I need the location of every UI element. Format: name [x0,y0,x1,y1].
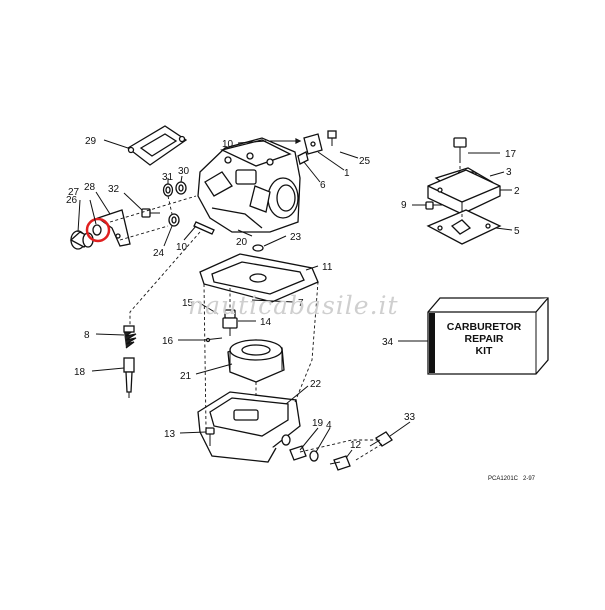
diaphragm-cover-2 [427,169,501,215]
assembly-lines [109,166,463,461]
bracket-1 [303,133,323,155]
repair-kit-box: CARBURETOR REPAIR KIT [427,297,549,375]
label-14: 14 [260,317,272,328]
pin-10-mid [193,221,215,235]
screw-33 [369,431,393,447]
gasket-11 [199,253,319,303]
label-7: 7 [298,298,304,309]
label-31: 31 [162,172,174,183]
label-33: 33 [404,412,416,423]
drawing-date: 2-97 [523,476,536,482]
label-5: 5 [514,226,520,237]
drawing-code: PCA1201C [488,476,519,482]
label-28: 28 [84,182,96,193]
o-ring-23 [252,244,264,252]
label-32: 32 [108,184,120,195]
label-4: 4 [326,420,332,431]
knob-26 [69,230,94,250]
label-22: 22 [310,379,322,390]
label-26: 26 [66,195,78,206]
carburetor-body [197,137,301,233]
label-30: 30 [178,166,190,177]
label-29: 29 [85,136,97,147]
label-8: 8 [84,330,90,341]
screw-32 [141,208,160,218]
clip-27 [92,224,102,236]
washer-31 [162,183,174,197]
label-27: 27 [68,187,80,198]
label-16: 16 [162,336,174,347]
label-17: 17 [505,149,517,160]
needle-18 [123,357,135,398]
label-2: 2 [514,186,520,197]
screw-25 [327,130,337,146]
label-15: 15 [182,298,194,309]
label-6: 6 [320,180,326,191]
label-21: 21 [180,371,192,382]
spring-30 [175,181,187,195]
label-24: 24 [153,248,165,259]
label-1: 1 [344,168,350,179]
part-labels: 29 10 25 1 6 17 3 2 9 5 31 30 32 26 27 2… [66,136,520,451]
pin-10-top [270,138,302,144]
screw-17 [453,137,467,163]
kit-line-1: CARBURETOR [447,321,522,333]
watermark: nauticabasile.it [188,291,399,320]
label-10-top: 10 [222,139,234,150]
highlight-circle [85,217,111,243]
screw-13 [205,427,215,446]
label-13: 13 [164,429,176,440]
pin-16 [203,337,223,343]
float-bowl-22 [197,391,301,463]
needle-seat-14 [222,309,238,336]
float-21 [227,339,285,383]
plug-19 [289,445,307,461]
washer-4 [309,450,319,462]
label-10-mid: 10 [176,242,188,253]
gasket-5 [426,209,502,245]
label-19: 19 [312,418,324,429]
screw-12 [329,455,351,471]
washer-24 [168,213,180,227]
spring-8 [123,325,137,349]
leader-lines [77,139,513,459]
label-25: 25 [359,156,371,167]
label-12: 12 [350,440,362,451]
kit-line-2: REPAIR [465,333,504,345]
label-18: 18 [74,367,86,378]
label-20: 20 [236,237,248,248]
label-9: 9 [401,200,407,211]
label-11: 11 [322,262,333,273]
pin-6 [297,151,309,165]
label-34: 34 [382,337,394,348]
label-23: 23 [290,232,302,243]
label-3: 3 [506,167,512,178]
kit-line-3: KIT [476,345,494,357]
gasket-29 [126,125,188,166]
